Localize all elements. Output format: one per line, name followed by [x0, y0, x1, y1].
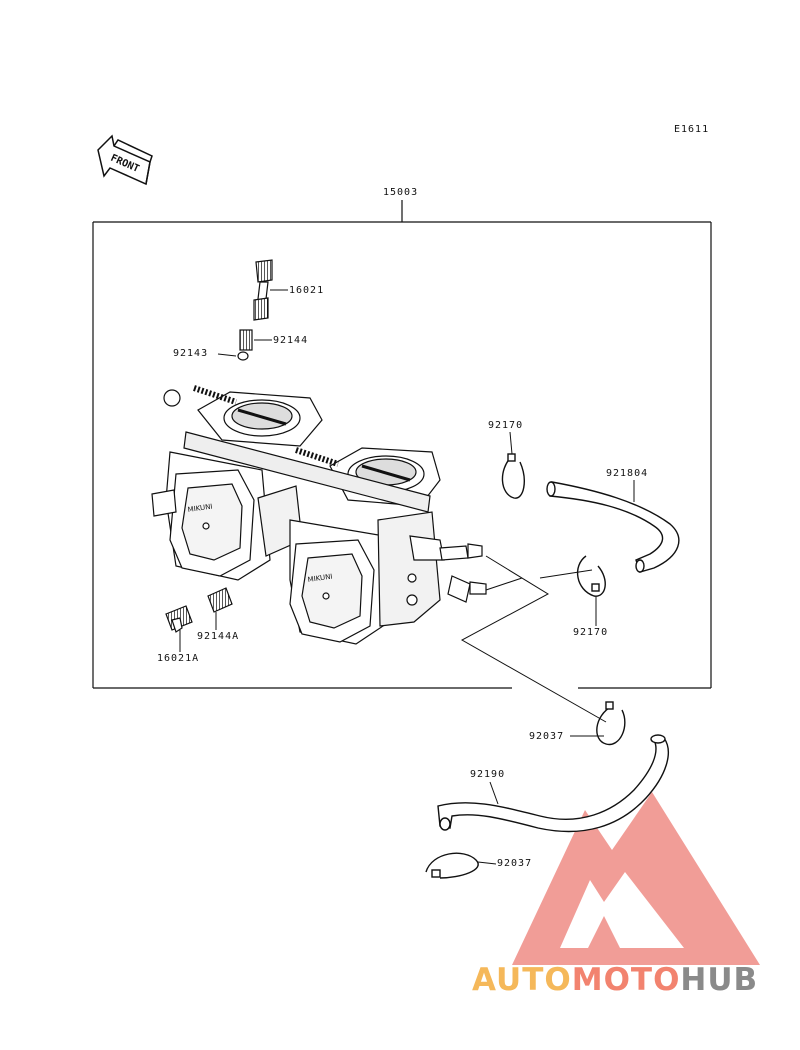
part-label-92170-upper: 92170 — [488, 420, 524, 431]
watermark-auto: AUTO — [472, 962, 572, 998]
hose-92190 — [437, 734, 669, 833]
svg-text:MIKUNI: MIKUNI — [187, 503, 213, 514]
clamp-92170-upper — [501, 453, 525, 499]
pilot-screw-16021a — [165, 605, 193, 633]
assembly-frame — [92, 200, 712, 689]
part-label-92144a: 92144A — [197, 631, 240, 642]
part-label-92037-lower: 92037 — [497, 858, 533, 869]
pilot-screw-16021 — [253, 259, 273, 321]
spring-92144 — [239, 329, 253, 351]
part-label-921804: 921804 — [606, 468, 649, 479]
part-label-92144: 92144 — [273, 335, 309, 346]
watermark-logo-icon — [512, 792, 760, 965]
part-label-92190: 92190 — [470, 769, 506, 780]
assembly-number-label: 15003 — [383, 187, 419, 198]
diagram-id: E1611 — [674, 124, 710, 135]
carburetor-assembly: MIKUNI MIKUNI — [151, 385, 487, 645]
leader-lines — [179, 289, 635, 865]
part-label-16021: 16021 — [289, 285, 325, 296]
spring-92144a — [207, 587, 233, 613]
clamp-92170-lower — [576, 555, 606, 597]
part-label-16021a: 16021A — [157, 653, 200, 664]
svg-text:MIKUNI: MIKUNI — [307, 573, 333, 584]
washer-92143 — [237, 351, 249, 361]
hose-921804 — [546, 481, 680, 573]
watermark-hub: HUB — [680, 962, 759, 998]
watermark-text: AUTOMOTOHUB — [472, 962, 758, 998]
part-label-92037-upper: 92037 — [529, 731, 565, 742]
part-label-92170-lower: 92170 — [573, 627, 609, 638]
part-label-92143: 92143 — [173, 348, 209, 359]
clamp-92037-upper — [596, 701, 626, 746]
front-arrow-icon — [97, 134, 153, 186]
guide-lines — [460, 555, 607, 723]
clamp-92037-lower — [425, 852, 479, 879]
watermark-moto: MOTO — [571, 962, 681, 998]
